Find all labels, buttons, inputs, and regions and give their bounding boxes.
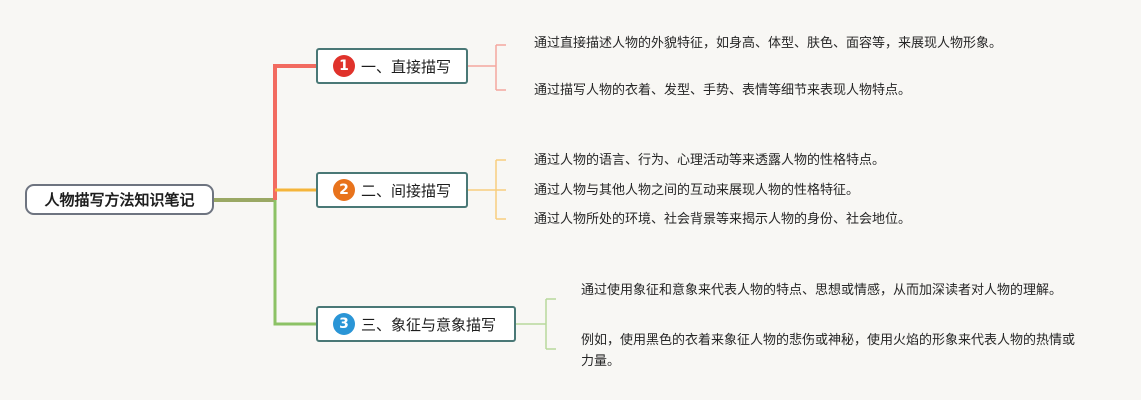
branch-label: 三、象征与意象描写 — [361, 315, 497, 334]
branch-topic-indirect[interactable]: 2 二、间接描写 — [316, 172, 468, 208]
branch-topic-symbolism[interactable]: 3 三、象征与意象描写 — [316, 306, 516, 342]
branch-label: 一、直接描写 — [361, 57, 452, 76]
leaf-connector-2-bracket — [495, 159, 506, 220]
leaf-text: 通过人物与其他人物之间的互动来展现人物的性格特征。 — [534, 183, 860, 198]
leaf-text: 通过直接描述人物的外貌特征，如身高、体型、肤色、面容等，来展现人物形象。 — [534, 36, 1003, 51]
branch-topic-direct[interactable]: 1 一、直接描写 — [316, 48, 468, 84]
leaf-text: 通过描写人物的衣着、发型、手势、表情等细节来表现人物特点。 — [534, 83, 912, 98]
leaf-topic[interactable]: 通过人物的语言、行为、心理活动等来透露人物的性格特点。 — [534, 150, 1034, 171]
root-topic-label: 人物描写方法知识笔记 — [44, 191, 195, 209]
leaf-topic[interactable]: 通过直接描述人物的外貌特征，如身高、体型、肤色、面容等，来展现人物形象。 — [534, 33, 1024, 54]
leaf-text: 通过使用象征和意象来代表人物的特点、思想或情感，从而加深读者对人物的理解。 — [581, 283, 1063, 298]
leaf-topic[interactable]: 通过使用象征和意象来代表人物的特点、思想或情感，从而加深读者对人物的理解。 — [581, 280, 1077, 301]
number-badge-icon: 3 — [333, 313, 355, 335]
connector-branch-3 — [273, 200, 316, 326]
leaf-text: 例如，使用黑色的衣着来象征人物的悲伤或神秘，使用火焰的形象来代表人物的热情或力量… — [581, 333, 1076, 369]
leaf-topic[interactable]: 通过人物所处的环境、社会背景等来揭示人物的身份、社会地位。 — [534, 209, 1034, 230]
leaf-topic[interactable]: 通过人物与其他人物之间的互动来展现人物的性格特征。 — [534, 180, 1034, 201]
leaf-topic[interactable]: 通过描写人物的衣着、发型、手势、表情等细节来表现人物特点。 — [534, 80, 1024, 101]
number-badge-icon: 1 — [333, 55, 355, 77]
leaf-topic[interactable]: 例如，使用黑色的衣着来象征人物的悲伤或神秘，使用火焰的形象来代表人物的热情或力量… — [581, 330, 1077, 372]
leaf-text: 通过人物所处的环境、社会背景等来揭示人物的身份、社会地位。 — [534, 212, 912, 227]
connector-branch-1 — [273, 64, 316, 200]
root-topic[interactable]: 人物描写方法知识笔记 — [25, 184, 214, 215]
leaf-text: 通过人物的语言、行为、心理活动等来透露人物的性格特点。 — [534, 153, 886, 168]
number-badge-icon: 2 — [333, 179, 355, 201]
branch-label: 二、间接描写 — [361, 181, 452, 200]
leaf-connector-3-bracket — [545, 298, 556, 350]
leaf-connector-1-bracket — [495, 44, 506, 91]
